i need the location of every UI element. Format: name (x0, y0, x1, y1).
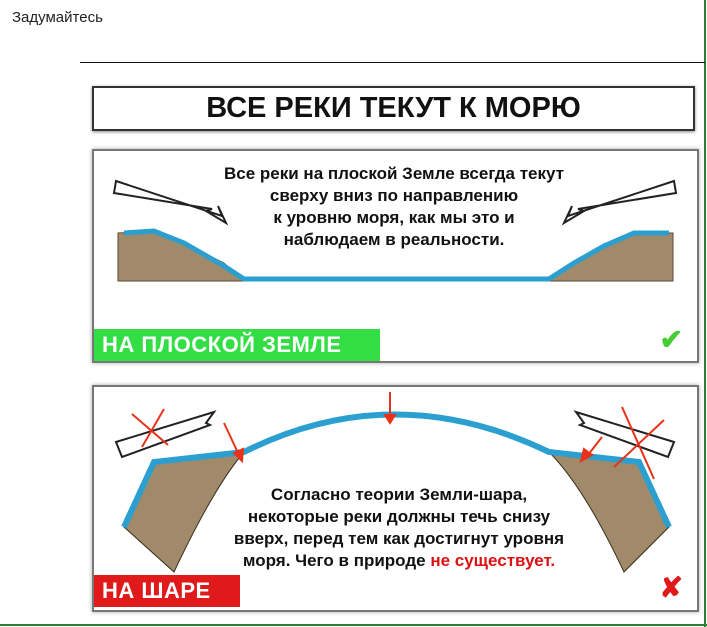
text-line: некоторые реки должны течь снизу (247, 507, 551, 526)
post-border-right (704, 0, 706, 627)
text-line: Все реки на плоской Земле всегда текут (224, 164, 564, 183)
arrow-right-icon (561, 179, 678, 226)
infographic-title: ВСЕ РЕКИ ТЕКУТ К МОРЮ (92, 86, 695, 131)
globe-description: Согласно теории Земли-шара, некоторые ре… (204, 484, 594, 572)
checkmark-icon: ✔ (659, 324, 683, 355)
globe-illustration (114, 392, 676, 573)
red-arrow-icons (223, 392, 603, 464)
text-fragment: моря. Чего в природе (242, 551, 426, 570)
text-line: наблюдаем в реальности. (283, 230, 505, 249)
divider (80, 62, 705, 63)
text-line: сверху вниз по направлению (269, 186, 519, 205)
post-text: Задумайтесь (12, 9, 103, 26)
flat-earth-illustration (112, 179, 678, 282)
arrow-left-icon (112, 179, 229, 226)
highlight-text: не существует. (430, 551, 556, 570)
cross-icon: ✘ (659, 572, 683, 603)
flat-earth-label: НА ПЛОСКОЙ ЗЕМЛЕ (94, 329, 380, 361)
flat-description: Все реки на плоской Земле всегда текут с… (164, 163, 624, 251)
river (123, 228, 669, 282)
arrow-right-icon (573, 410, 676, 459)
text-line: Согласно теории Земли-шара, (270, 485, 528, 504)
globe-panel: Согласно теории Земли-шара, некоторые ре… (92, 385, 699, 612)
cross-out-marks (131, 406, 665, 480)
globe-label: НА ШАРЕ (94, 575, 240, 607)
text-line: вверх, перед тем как достигнут уровня (233, 529, 565, 548)
text-line: моря. Чего в природе не существует. (204, 550, 594, 572)
flat-earth-panel: Все реки на плоской Земле всегда текут с… (92, 149, 699, 363)
post-border-bottom (0, 624, 707, 626)
arrow-left-icon (114, 410, 217, 459)
text-line: к уровню моря, как мы это и (273, 208, 515, 227)
